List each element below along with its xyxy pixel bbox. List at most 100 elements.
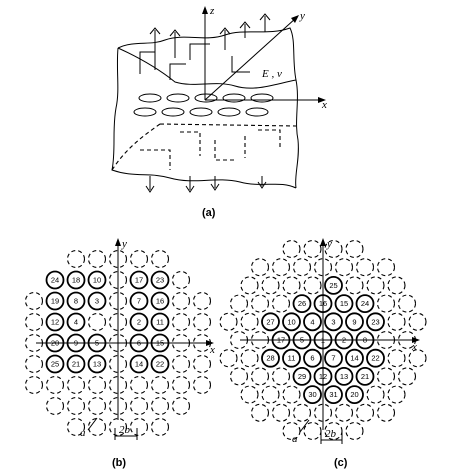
fiber-circle-labeled <box>261 312 280 332</box>
traction-arrow <box>231 56 250 73</box>
fiber-number: 6 <box>310 354 314 363</box>
traction-arrow <box>257 176 267 189</box>
bottom-tractions <box>140 129 281 193</box>
fiber-circle <box>324 239 343 259</box>
fiber-circle-labeled <box>129 270 149 290</box>
fiber-circle <box>313 403 333 422</box>
fiber-ellipse <box>161 107 185 117</box>
fiber-circle <box>303 239 322 259</box>
fiber-circle <box>376 367 396 386</box>
fiber-circle-labeled <box>150 354 170 374</box>
fiber-circle <box>66 375 86 395</box>
fiber-circle <box>108 354 128 374</box>
fiber-circle <box>282 421 301 441</box>
traction-arrow <box>169 29 181 58</box>
fiber-circle <box>345 276 364 295</box>
traction-arrow <box>185 176 195 193</box>
fiber-number: 14 <box>135 360 143 369</box>
traction-arrow <box>180 131 201 156</box>
fiber-number: 10 <box>287 317 295 326</box>
caption-c: (c) <box>334 457 348 469</box>
fiber-circle-labeled <box>129 291 149 311</box>
fiber-circle-labeled <box>303 312 322 332</box>
fiber-circle-labeled <box>66 270 86 290</box>
fiber-circle <box>150 396 170 416</box>
fiber-circle <box>219 312 238 331</box>
fiber-circle <box>271 367 291 386</box>
fiber-circle <box>261 276 280 295</box>
y-axis-arrow <box>291 15 299 23</box>
fiber-circle <box>271 403 291 422</box>
fiber-circle-labeled <box>66 291 86 311</box>
fiber-circle <box>229 367 249 386</box>
fiber-circle-labeled <box>282 312 301 332</box>
fiber-circle <box>387 385 406 404</box>
block-hidden-edge <box>111 123 297 171</box>
fiber-number: 4 <box>310 317 314 326</box>
fiber-circle <box>261 385 280 404</box>
fiber-circle <box>345 421 364 441</box>
fiber-ellipses <box>133 93 274 117</box>
fiber-circle <box>171 375 191 395</box>
fiber-circle-labeled <box>87 270 107 290</box>
material-label: E , ν <box>261 68 282 80</box>
fiber-circle-labeled <box>45 291 65 311</box>
fiber-ellipse <box>133 107 157 117</box>
fiber-circle-labeled <box>324 348 343 368</box>
fiber-circle <box>250 403 270 422</box>
z-axis-label: z <box>209 5 215 17</box>
fiber-circle <box>408 312 427 331</box>
fiber-number: 24 <box>51 276 59 285</box>
fiber-circle <box>171 270 191 290</box>
y-axis-arrow <box>320 238 326 246</box>
fiber-circle <box>192 312 212 332</box>
fiber-circle <box>229 294 249 313</box>
traction-arrow <box>189 43 210 60</box>
x-axis-arrow <box>412 337 420 343</box>
fiber-ellipse <box>138 93 162 103</box>
fiber-circle <box>66 249 86 269</box>
fiber-number: 28 <box>266 354 274 363</box>
fiber-number: 16 <box>156 297 164 306</box>
fiber-number: 20 <box>350 390 358 399</box>
fiber-circle <box>282 276 301 295</box>
fiber-circle <box>250 258 270 277</box>
caption-b: (b) <box>112 457 126 469</box>
fiber-circle <box>45 396 65 416</box>
traction-arrow <box>258 129 281 150</box>
fiber-circle <box>87 312 107 332</box>
fiber-number: 12 <box>51 318 59 327</box>
fiber-circle-labeled <box>366 312 385 332</box>
fiber-circle <box>219 349 238 368</box>
fiber-circle-labeled <box>324 312 343 332</box>
fiber-circle <box>355 403 375 422</box>
fiber-ellipse <box>166 93 190 103</box>
fiber-number: 3 <box>95 297 99 306</box>
fiber-circle <box>87 417 107 437</box>
fiber-circle-labeled <box>324 275 343 295</box>
fiber-circle <box>66 396 86 416</box>
fiber-circle-labeled <box>324 385 343 405</box>
fiber-number: 22 <box>156 360 164 369</box>
fiber-circle <box>366 385 385 404</box>
fiber-circle-labeled <box>282 348 301 368</box>
fiber-number: 8 <box>74 297 78 306</box>
fiber-circle <box>171 291 191 311</box>
fiber-number: 23 <box>371 317 379 326</box>
fiber-number: 7 <box>331 354 335 363</box>
fiber-circle <box>334 258 354 277</box>
x-axis-label: x <box>209 344 215 356</box>
fiber-number: 4 <box>74 318 78 327</box>
fiber-number: 13 <box>340 372 348 381</box>
fiber-circle <box>171 312 191 332</box>
x-axis-label: x <box>411 341 417 353</box>
z-axis-arrow <box>202 6 208 14</box>
fiber-circle <box>192 354 212 374</box>
dimension-2b-label: 2b <box>119 424 131 436</box>
fiber-circle <box>366 276 385 295</box>
fiber-circle <box>376 258 396 277</box>
fiber-circle <box>271 258 291 277</box>
